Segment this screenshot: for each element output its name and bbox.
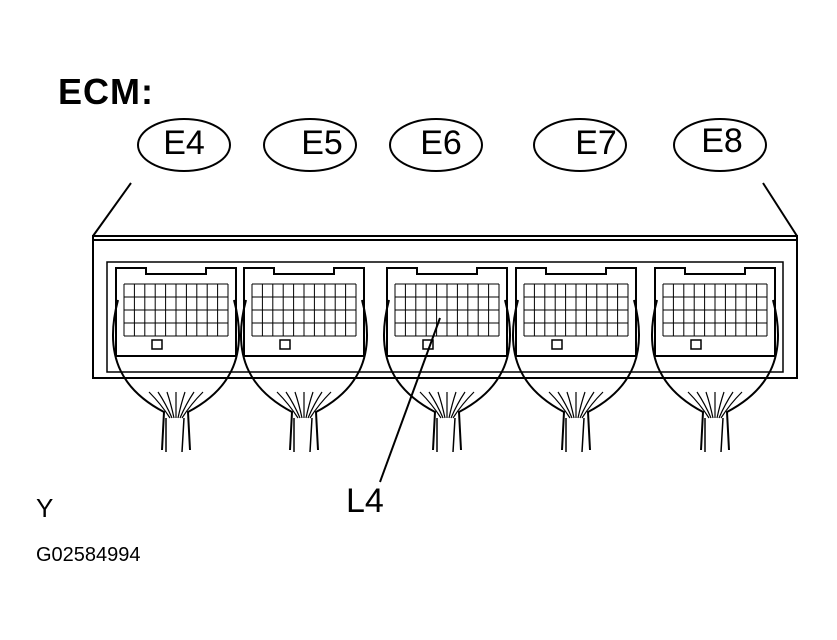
connector-group xyxy=(111,267,780,453)
oval-e4 xyxy=(137,118,231,172)
oval-e6 xyxy=(389,118,483,172)
connector-e7 xyxy=(511,267,641,453)
ecm-title: ECM: xyxy=(58,71,154,112)
connector-label-e6: E6 xyxy=(420,124,462,162)
l4-leader-line xyxy=(379,317,441,483)
connector-label-e5: E5 xyxy=(301,124,343,162)
connector-label-e4: E4 xyxy=(163,124,205,162)
connector-e4 xyxy=(111,267,241,453)
corner-mark: Y xyxy=(36,493,54,523)
connector-e5 xyxy=(239,267,369,453)
terminal-label-l4: L4 xyxy=(346,482,384,520)
connector-e6 xyxy=(382,267,512,453)
connector-label-e7: E7 xyxy=(575,124,617,162)
oval-e5 xyxy=(263,118,357,172)
oval-e7 xyxy=(533,118,627,172)
connector-e8 xyxy=(650,267,780,453)
connector-label-e8: E8 xyxy=(701,122,743,160)
oval-e8 xyxy=(673,118,767,172)
figure-id: G02584994 xyxy=(36,544,141,566)
ecm-housing xyxy=(92,182,798,379)
